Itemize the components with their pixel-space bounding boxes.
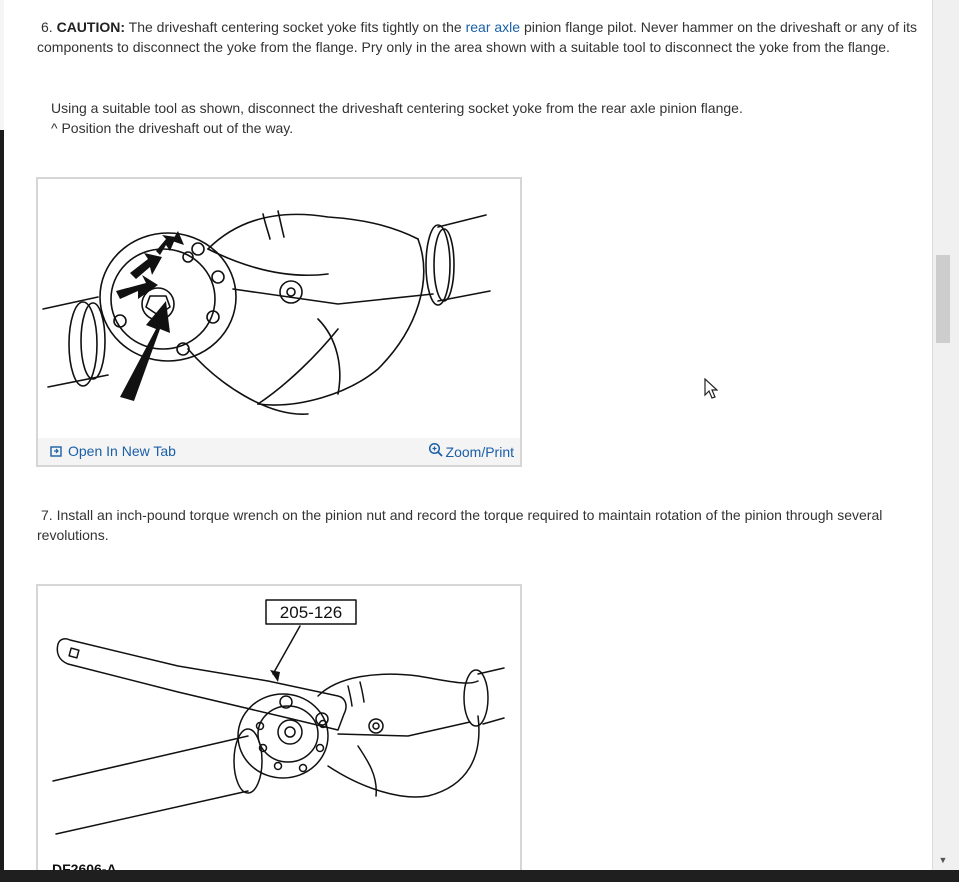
zoom-icon <box>428 442 443 457</box>
open-new-tab-label: Open In New Tab <box>68 443 176 459</box>
caution-text-cont: pinion flange pilot. Never hammer on the… <box>37 19 917 55</box>
mouse-cursor-icon <box>704 378 718 399</box>
new-tab-icon <box>50 446 62 457</box>
caution-label: CAUTION: <box>56 19 126 35</box>
scrollbar-thumb[interactable] <box>936 255 950 343</box>
window-bottom-edge <box>0 870 959 882</box>
illustration-driveshaft-pry <box>42 210 491 415</box>
figure-torque-wrench: 205-126 DF2606-A <box>36 584 522 870</box>
step-number: 6. <box>41 19 53 35</box>
caution-text: The driveshaft centering socket yoke fit… <box>128 19 462 35</box>
scroll-down-arrow-icon[interactable]: ▼ <box>938 855 948 865</box>
step-number: 7. <box>41 507 53 523</box>
open-new-tab-button[interactable]: Open In New Tab <box>50 443 176 459</box>
illustration-torque-wrench: 205-126 DF2606-A <box>52 599 505 870</box>
vertical-scrollbar[interactable]: ▼ <box>932 0 959 870</box>
window-left-edge <box>0 0 4 882</box>
step-7-text: 7. Install an inch-pound torque wrench o… <box>37 505 917 545</box>
step-6-sub-bullet: ^ Position the driveshaft out of the way… <box>51 120 294 136</box>
content-page: 6. CAUTION: The driveshaft centering soc… <box>4 0 932 870</box>
zoom-print-button[interactable]: Zoom/Print <box>428 440 514 460</box>
figure-code-label: DF2606-A <box>52 861 117 870</box>
step-6-instruction: Using a suitable tool as shown, disconne… <box>51 100 743 116</box>
zoom-print-label: Zoom/Print <box>445 444 514 460</box>
step-6-caution: 6. CAUTION: The driveshaft centering soc… <box>37 17 917 57</box>
rear-axle-link[interactable]: rear axle <box>465 19 521 35</box>
tool-number-label: 205-126 <box>280 603 342 622</box>
figure-pry-yoke: Open In New Tab Zoom/Print <box>36 177 522 467</box>
figure-1-footer: Open In New Tab Zoom/Print <box>38 438 520 465</box>
step-7-body: Install an inch-pound torque wrench on t… <box>37 507 883 543</box>
